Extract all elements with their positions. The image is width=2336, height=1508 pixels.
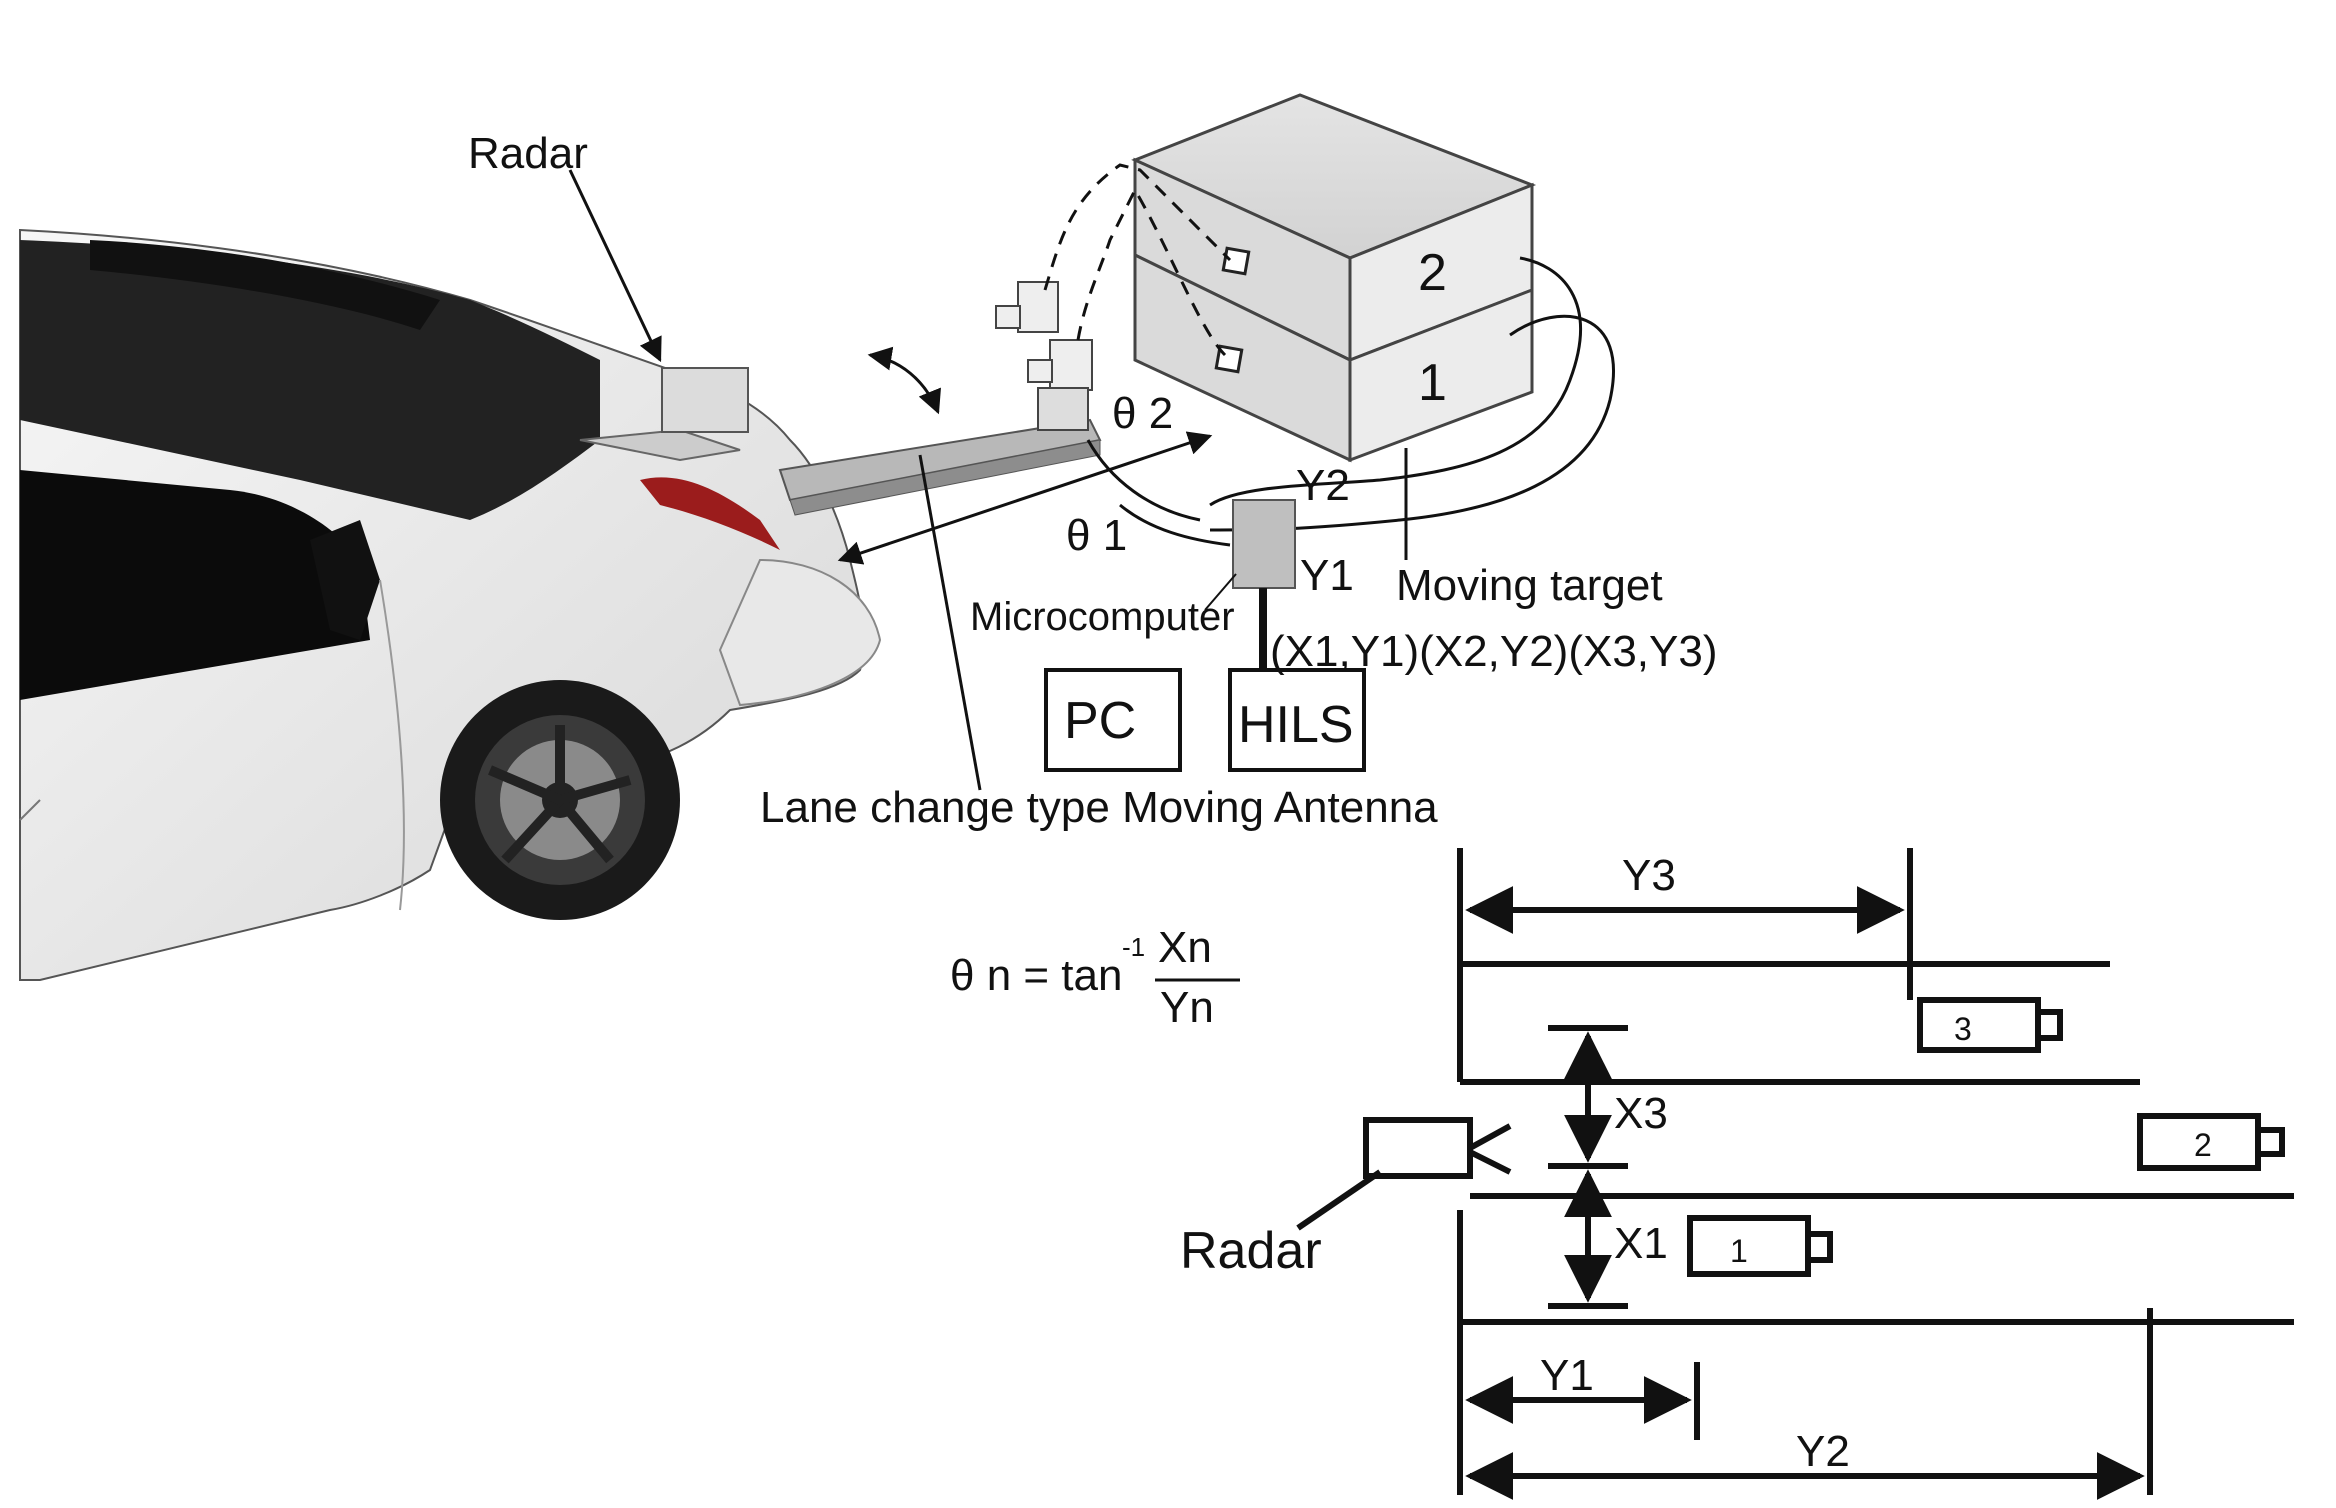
target-2-label: 2 (2194, 1127, 2212, 1163)
target-3-label: 3 (1954, 1011, 1972, 1047)
y3-label: Y3 (1622, 851, 1676, 900)
y1-label: Y1 (1540, 1351, 1594, 1400)
antenna-arm (778, 281, 1102, 516)
dashed-cables (1043, 163, 1232, 357)
dimension-arrows (1465, 886, 2145, 1500)
antenna-leader (918, 454, 982, 791)
formula-exponent: -1 (1122, 932, 1145, 962)
hils-label: HILS (1238, 696, 1354, 754)
y2-label: Y2 (1796, 1427, 1850, 1476)
target-1-label: 1 (1730, 1233, 1748, 1269)
formula-numerator: Xn (1158, 923, 1212, 972)
microcomputer-label: Microcomputer (970, 595, 1235, 639)
pc-box (1044, 668, 1182, 772)
x3-label: X3 (1614, 1089, 1668, 1138)
x1-label: X1 (1614, 1219, 1668, 1268)
box-lower-label: 1 (1418, 354, 1447, 412)
radar-unit (661, 367, 749, 433)
antenna-label: Lane change type Moving Antenna (760, 783, 1438, 832)
coords-label: (X1,Y1)(X2,Y2)(X3,Y3) (1270, 627, 1718, 676)
radar-top-leader (568, 169, 662, 363)
target-vehicles (1687, 997, 2285, 1277)
theta1-label: θ 1 (1066, 511, 1127, 560)
car-illustration (19, 228, 882, 981)
y1-small-label: Y1 (1300, 551, 1354, 600)
hils-box (1228, 668, 1366, 772)
microcomputer-leader (1204, 573, 1237, 611)
pc-label: PC (1064, 692, 1136, 750)
theta-arrow (837, 431, 1213, 565)
y2-small-label: Y2 (1296, 461, 1350, 510)
moving-target-box: 2 1 (1131, 93, 1537, 463)
radar-top-label: Radar (468, 129, 588, 178)
radar-bottom-label: Radar (1180, 1222, 1322, 1280)
box-upper-label: 2 (1418, 244, 1447, 302)
rotation-arrow (867, 346, 941, 415)
radar-symbol (1296, 1117, 1512, 1231)
theta2-label: θ 2 (1112, 389, 1173, 438)
formula-lhs: θ n = tan (950, 951, 1122, 1000)
microcomputer-unit (1232, 499, 1296, 589)
moving-target-label: Moving target (1396, 561, 1663, 610)
formula-denominator: Yn (1160, 983, 1214, 1032)
angle-formula: θ n = tan -1 Xn Yn (950, 923, 1240, 1032)
